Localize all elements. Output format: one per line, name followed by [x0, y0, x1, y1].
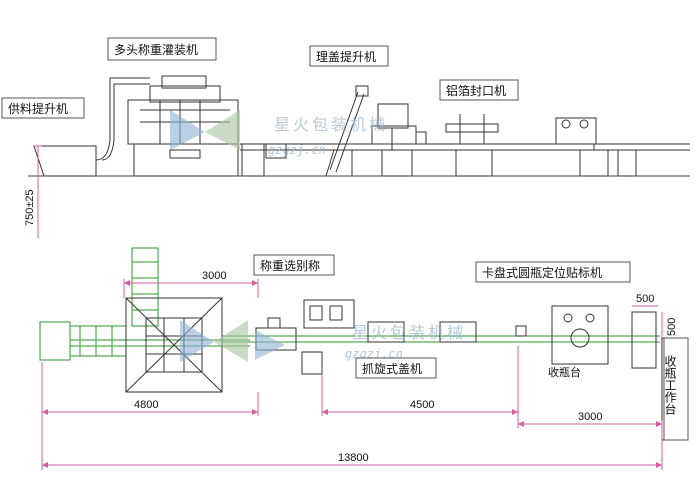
foil-sealer-shape [445, 114, 499, 177]
label-check-weigher: 称重选别称 [260, 259, 320, 273]
feeder-elevator-shape [33, 77, 150, 177]
dim-3000-top: 3000 [202, 270, 226, 282]
label-multihead-filler: 多头称重灌装机 [114, 43, 198, 57]
height-dimension [34, 145, 42, 238]
watermark-text-bottom: 星火包装机械 [352, 323, 466, 342]
machine-labels: 供料提升机 多头称重灌装机 理盖提升机 铝箔封口机 称重选别称 卡盘式圆瓶定位贴… [1, 37, 689, 441]
label-round-labeler: 卡盘式圆瓶定位贴标机 [482, 265, 602, 280]
watermark-url-top: gzgzj.cn [268, 143, 326, 157]
labeler-plan-shape [515, 305, 609, 365]
label-collect-table-small: 收瓶台 [548, 365, 581, 379]
capper-plan-shape [303, 299, 477, 343]
dimension-lines [41, 279, 663, 470]
dim-13800: 13800 [338, 452, 369, 464]
capper-elevation-shape [371, 103, 427, 177]
dimension-arrows [42, 280, 662, 468]
dim-height: 750±25 [24, 189, 36, 226]
label-cap-elevator: 理盖提升机 [316, 49, 376, 64]
dim-4500: 4500 [410, 399, 434, 411]
label-collect-table: 收瓶工作台 [663, 355, 677, 415]
dim-500-top: 500 [636, 293, 654, 305]
dim-4800: 4800 [134, 399, 158, 411]
label-capping-machine: 抓旋式盖机 [362, 362, 422, 376]
cap-elevator-shape [325, 85, 369, 177]
dimension-labels: 750±25 3000 500 500 4800 4500 3000 13800 [24, 189, 678, 464]
label-foil-sealer: 铝箔封口机 [446, 83, 506, 98]
dim-500-side: 500 [666, 318, 678, 336]
dim-3000-bottom: 3000 [578, 411, 602, 423]
labeler-elevation-shape [555, 117, 609, 177]
watermark-text-top: 星火包装机械 [274, 115, 388, 134]
label-feeder-elevator: 供料提升机 [8, 101, 68, 116]
watermark-logo [170, 110, 285, 362]
